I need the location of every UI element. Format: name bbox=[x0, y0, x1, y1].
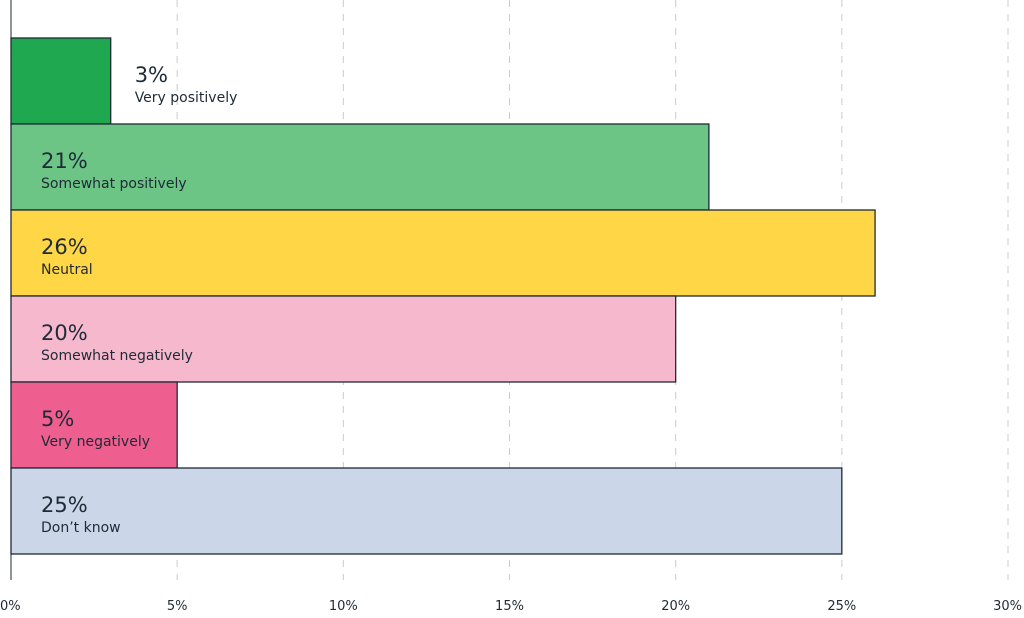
bar bbox=[10, 123, 710, 211]
bar-value-label: 26% bbox=[41, 235, 88, 259]
bars: 3% Very positively 21% Somewhat positively 2… bbox=[10, 37, 876, 555]
bar-value-label: 25% bbox=[41, 493, 88, 517]
bar-value-label: 21% bbox=[41, 149, 88, 173]
bar bbox=[10, 209, 876, 297]
bar-value-label: 5% bbox=[41, 407, 74, 431]
x-tick-label: 15% bbox=[495, 599, 524, 614]
bar bbox=[10, 467, 843, 555]
bar-category-label: Don’t know bbox=[41, 520, 121, 536]
x-tick-label: 10% bbox=[329, 599, 358, 614]
x-tick-label: 20% bbox=[661, 599, 690, 614]
bar-category-label: Very positively bbox=[135, 90, 238, 106]
bar bbox=[10, 381, 178, 469]
x-tick-label: 30% bbox=[993, 599, 1022, 614]
bar-category-label: Neutral bbox=[41, 262, 93, 278]
bar-category-label: Somewhat negatively bbox=[41, 348, 193, 364]
bar bbox=[10, 295, 677, 383]
bar-category-label: Somewhat positively bbox=[41, 176, 187, 192]
bar-value-label: 20% bbox=[41, 321, 88, 345]
x-tick-label: 5% bbox=[167, 599, 188, 614]
x-tick-label: 25% bbox=[827, 599, 856, 614]
x-axis-ticks: 0% 5% 10% 15% 20% 25% 30% bbox=[0, 599, 1022, 614]
bar-value-label: 3% bbox=[135, 63, 168, 87]
bar bbox=[10, 37, 112, 125]
bar-category-label: Very negatively bbox=[41, 434, 150, 450]
x-tick-label: 0% bbox=[0, 599, 21, 614]
